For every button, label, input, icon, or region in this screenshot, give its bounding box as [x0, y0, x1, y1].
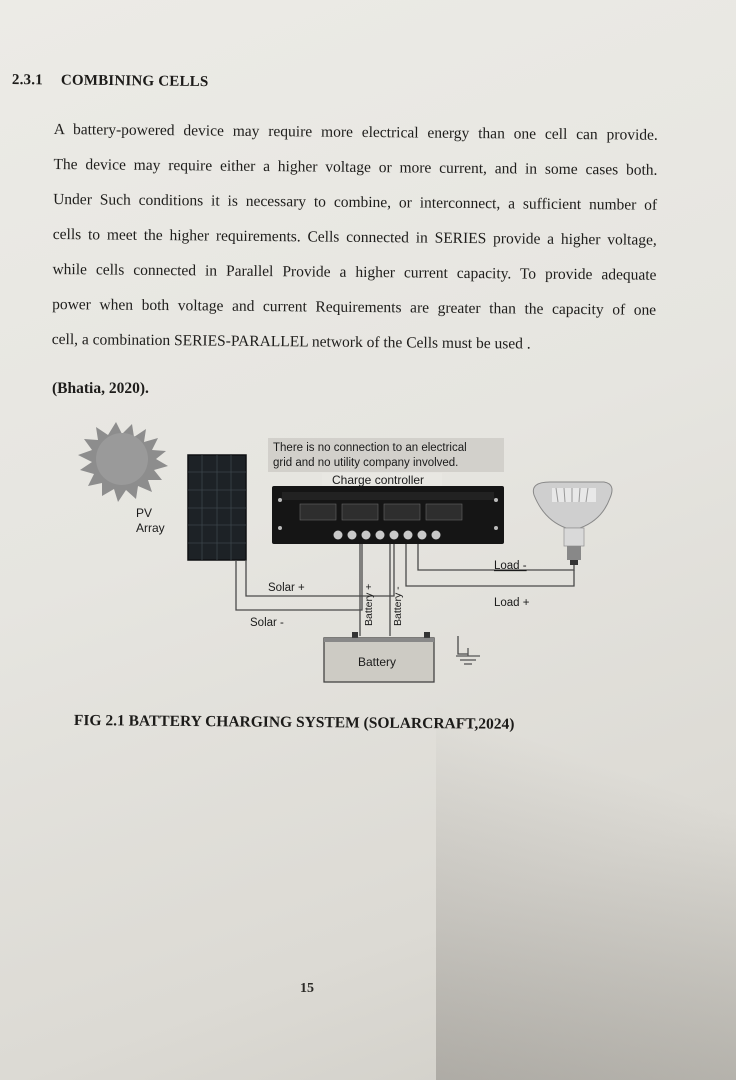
- battery-minus-label: Battery -: [392, 586, 404, 626]
- battery-plus-label: Battery +: [363, 584, 375, 626]
- note-line1: There is no connection to an electrical: [273, 442, 467, 454]
- section-number: 2.3.1: [11, 72, 43, 89]
- paragraph-line: A battery-powered device may require mor…: [53, 120, 658, 144]
- wiring: [235, 544, 575, 655]
- paragraph-line: while cells connected in Parallel Provid…: [52, 260, 657, 284]
- light-bulb-icon: [532, 481, 613, 565]
- paragraph-line: Under Such conditions it is necessary to…: [53, 190, 658, 214]
- load-minus-label: Load -: [494, 560, 527, 572]
- ground-icon: [456, 648, 480, 665]
- section-title: COMBINING CELLS: [60, 72, 209, 91]
- battery-icon: [323, 632, 435, 683]
- charge-controller-icon: [272, 486, 504, 544]
- battery-charging-diagram: PV Array There is no conn: [60, 420, 620, 700]
- citation: (Bhatia, 2020).: [52, 380, 149, 397]
- paragraph-line: power when both voltage and current Requ…: [52, 295, 657, 319]
- paragraph-line: The device may require either a higher v…: [53, 155, 658, 179]
- pv-label-line2: Array: [136, 521, 165, 535]
- figure-caption: FIG 2.1 BATTERY CHARGING SYSTEM (SOLARCR…: [73, 712, 515, 733]
- sun-icon: [78, 422, 168, 502]
- solar-plus-label: Solar +: [268, 582, 305, 594]
- charge-controller-label: Charge controller: [332, 473, 424, 487]
- section-heading: 2.3.1 COMBINING CELLS: [12, 72, 209, 91]
- body-paragraph: A battery-powered device may require mor…: [52, 112, 658, 363]
- note-line2: grid and no utility company involved.: [273, 457, 458, 469]
- solar-minus-label: Solar -: [250, 617, 284, 629]
- paragraph-line: cells to meet the higher requirements. C…: [52, 225, 657, 249]
- battery-label: Battery: [358, 655, 396, 669]
- no-grid-note: There is no connection to an electrical …: [268, 438, 504, 472]
- paragraph-line: cell, a combination SERIES-PARALLEL netw…: [51, 330, 531, 353]
- pv-panel-icon: [187, 454, 247, 561]
- page-number: 15: [300, 981, 314, 996]
- load-plus-label: Load +: [494, 597, 530, 609]
- pv-label-line1: PV: [136, 506, 152, 520]
